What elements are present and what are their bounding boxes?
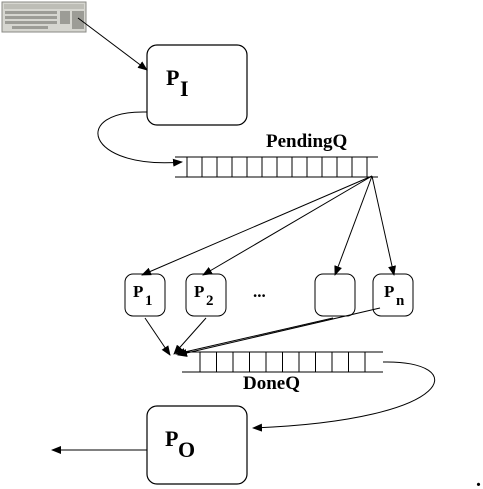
pending-queue bbox=[175, 156, 378, 178]
worker-process-1: P 1 bbox=[124, 273, 166, 317]
process-input-box: P I bbox=[146, 44, 248, 126]
worker-process-n: P n bbox=[372, 273, 414, 317]
process-output-letter: P bbox=[165, 426, 178, 451]
done-queue-label: DoneQ bbox=[243, 373, 300, 394]
worker-1-subscript: 1 bbox=[145, 293, 153, 309]
worker-ellipsis: ... bbox=[253, 282, 266, 301]
worker-1-letter: P bbox=[133, 282, 143, 301]
done-queue bbox=[182, 351, 383, 373]
worker-2-subscript: 2 bbox=[206, 293, 214, 309]
keyboard-icon bbox=[1, 1, 87, 33]
process-input-letter: P bbox=[166, 65, 179, 90]
process-output-box: P O bbox=[146, 405, 248, 485]
pending-queue-label: PendingQ bbox=[266, 131, 347, 152]
worker-process-blank bbox=[314, 273, 356, 317]
worker-n-subscript: n bbox=[396, 293, 405, 309]
done-to-output-arrow bbox=[252, 361, 436, 432]
worker-process-2: P 2 bbox=[185, 273, 227, 317]
process-output-subscript: O bbox=[178, 437, 195, 462]
worker-n-letter: P bbox=[384, 282, 394, 301]
process-input-subscript: I bbox=[180, 76, 189, 101]
workers-to-done-arrows bbox=[144, 307, 381, 357]
input-to-pending-arrow bbox=[97, 111, 183, 167]
pending-to-workers-arrows bbox=[141, 175, 396, 276]
trailing-period: . bbox=[476, 469, 481, 489]
keyboard-to-input-arrow bbox=[77, 17, 148, 71]
worker-2-letter: P bbox=[194, 282, 204, 301]
